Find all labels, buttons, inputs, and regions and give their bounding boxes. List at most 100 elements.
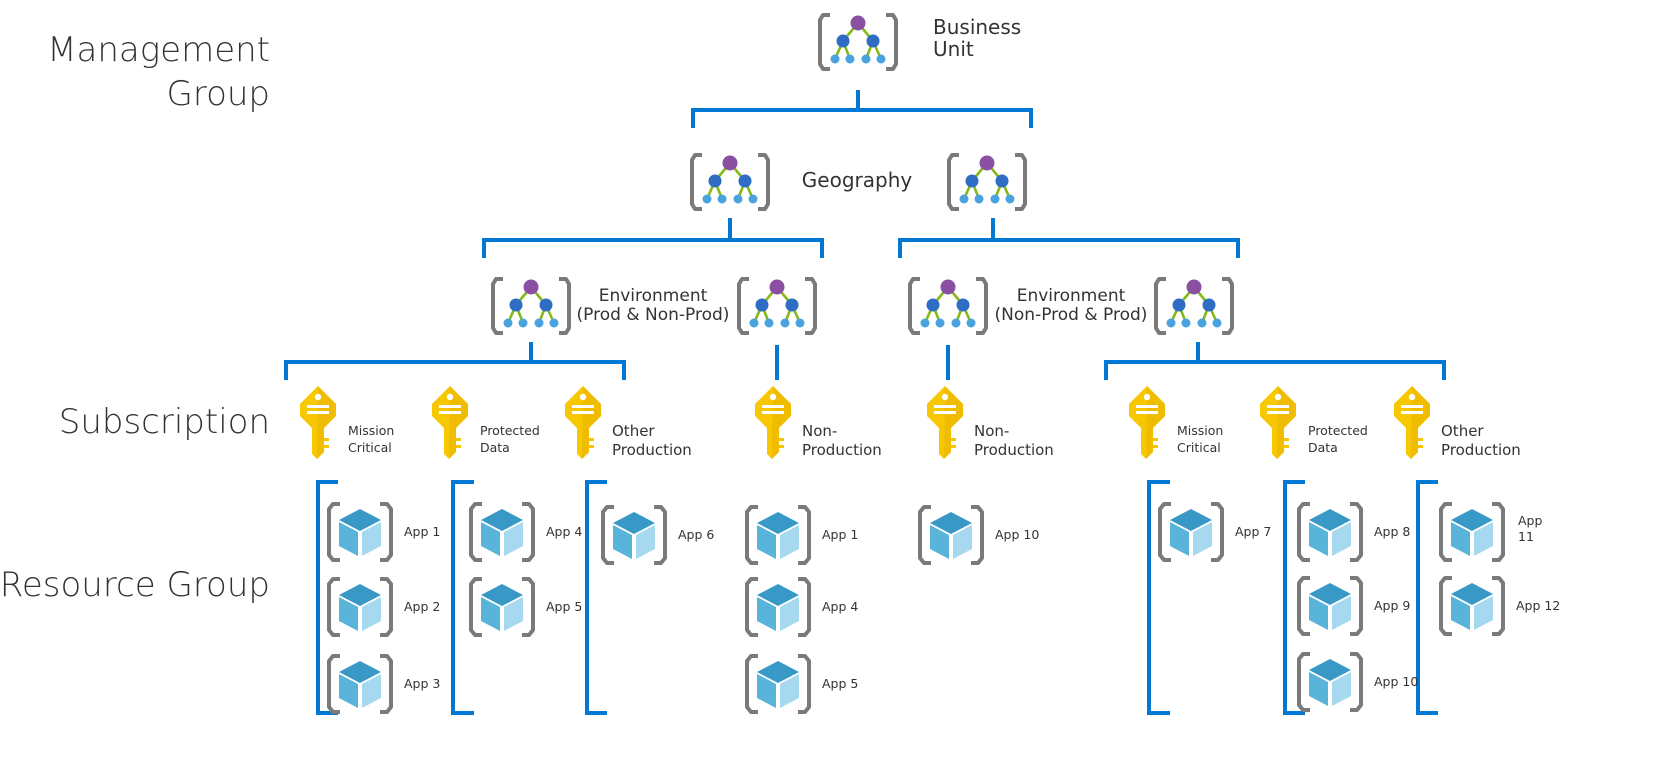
resource-group: App 6 xyxy=(601,505,714,565)
management-group-icon xyxy=(947,153,1027,211)
management-group-icon xyxy=(818,13,898,71)
app-resource: App 3 xyxy=(327,654,440,714)
rg-bracket xyxy=(1416,480,1438,715)
connector-geography-2-to-environments xyxy=(898,218,1240,258)
key-icon xyxy=(1260,386,1296,459)
key-icon xyxy=(1394,386,1430,459)
resource-group-icon xyxy=(745,505,811,565)
rg-bracket xyxy=(1147,480,1170,715)
environment-label: Environment(Prod & Non-Prod) xyxy=(577,286,730,325)
app-label: App 2 xyxy=(404,599,440,614)
connector-geography-1-to-environments xyxy=(482,218,824,258)
resource-group: App 1 App 4 App 5 xyxy=(745,505,858,714)
resource-groups-layer: App 1 App 2 App 3 App 4 App 5 App 6 App 1 App 4… xyxy=(327,502,1560,714)
app-resource: App 5 xyxy=(469,577,582,637)
resource-group-icon xyxy=(1297,502,1363,562)
subscription: Non-Production xyxy=(755,386,882,459)
app-label: App 10 xyxy=(995,527,1039,542)
app-resource: App 6 xyxy=(601,505,714,565)
resource-group-icon xyxy=(1297,576,1363,636)
connector-environment-4-to-subscriptions xyxy=(1104,342,1446,380)
connector-business-to-geography xyxy=(691,90,1033,128)
resource-group-icon xyxy=(745,577,811,637)
subscription-label: Non-Production xyxy=(802,422,882,459)
subscription-label: Non-Production xyxy=(974,422,1054,459)
resource-group-icon xyxy=(1439,502,1505,562)
resource-group: App 1 App 2 App 3 xyxy=(327,502,440,714)
resource-group-icon xyxy=(327,654,393,714)
geography-label: Geography xyxy=(802,168,913,192)
app-resource: App 5 xyxy=(745,654,858,714)
app-resource: App 1 xyxy=(745,505,858,565)
app-label: App 12 xyxy=(1516,598,1560,613)
app-label: App 9 xyxy=(1374,598,1410,613)
app-label: App 4 xyxy=(822,599,858,614)
app-resource: App 2 xyxy=(327,577,440,637)
resource-group: App 10 xyxy=(918,505,1039,565)
resource-group: App 7 xyxy=(1158,502,1271,562)
management-group-icon xyxy=(737,277,817,335)
app-resource: App 9 xyxy=(1297,576,1410,636)
app-label: App 7 xyxy=(1235,524,1271,539)
resource-group-icon xyxy=(469,502,535,562)
resource-group-icon xyxy=(1158,502,1224,562)
key-icon xyxy=(755,386,791,459)
tier-label-subscription: Subscription xyxy=(59,402,270,442)
app-resource: App 7 xyxy=(1158,502,1271,562)
tier-label-resource-group: Resource Group xyxy=(0,565,270,605)
app-label: App 6 xyxy=(678,527,714,542)
management-group-icon xyxy=(1154,277,1234,335)
resource-group: App 4 App 5 xyxy=(469,502,582,637)
app-resource: App 12 xyxy=(1439,576,1560,636)
app-resource: App 8 xyxy=(1297,502,1410,562)
hierarchy-connectors xyxy=(284,90,1446,715)
resource-group-icon xyxy=(469,577,535,637)
rg-bracket xyxy=(451,480,474,715)
management-group-icon xyxy=(690,153,770,211)
key-icon xyxy=(300,386,336,459)
app-resource: App 10 xyxy=(1297,652,1418,712)
app-label: App 10 xyxy=(1374,674,1418,689)
resource-group-icon xyxy=(327,577,393,637)
app-label: App 8 xyxy=(1374,524,1410,539)
key-icon xyxy=(432,386,468,459)
resource-group: App 8 App 9 App 10 xyxy=(1297,502,1418,712)
resource-group-icon xyxy=(745,654,811,714)
rg-bracket xyxy=(1283,480,1305,715)
management-group-icon xyxy=(491,277,571,335)
rg-bracket xyxy=(585,480,607,715)
resource-group-icon xyxy=(1297,652,1363,712)
key-icon xyxy=(927,386,963,459)
rg-bracket xyxy=(316,480,338,715)
environment-label: Environment(Non-Prod & Prod) xyxy=(995,286,1148,325)
app-label: App 5 xyxy=(546,599,582,614)
app-label: App 1 xyxy=(822,527,858,542)
resource-group-icon xyxy=(327,502,393,562)
app-label: App 1 xyxy=(404,524,440,539)
app-label: App 3 xyxy=(404,676,440,691)
key-icon xyxy=(565,386,601,459)
subscription: Non-Production xyxy=(927,386,1054,459)
key-icon xyxy=(1129,386,1165,459)
app-resource: App 4 xyxy=(469,502,582,562)
resource-group-icon xyxy=(1439,576,1505,636)
connector-environment-1-to-subscriptions xyxy=(284,342,626,380)
management-group-icon xyxy=(908,277,988,335)
app-label: App 5 xyxy=(822,676,858,691)
